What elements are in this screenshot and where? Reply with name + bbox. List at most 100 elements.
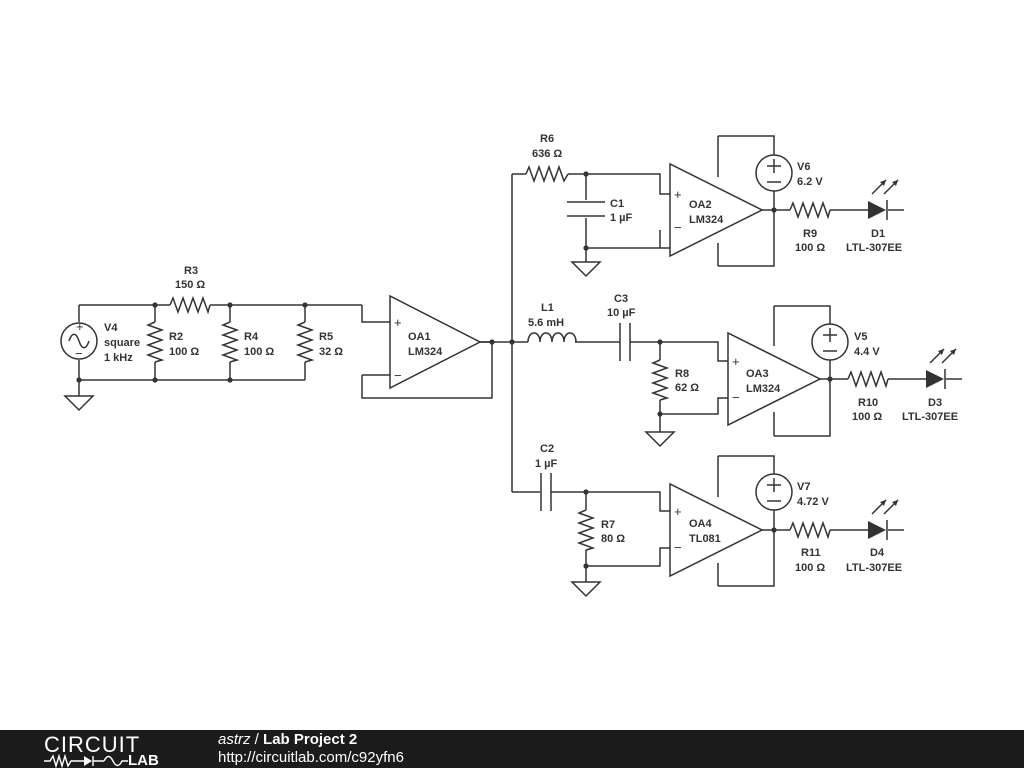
r4-name: R4 (244, 331, 259, 343)
ground-icon (570, 581, 602, 598)
c1-capacitor-icon (567, 201, 605, 217)
r10-name: R10 (858, 397, 878, 409)
oa2-plus: + (674, 187, 682, 202)
d4-led-icon (862, 499, 899, 540)
r10-resistor-icon (847, 369, 889, 389)
oa3-name: OA3 (746, 368, 769, 380)
v4-type: square (104, 337, 140, 349)
d1-part: LTL-307EE (846, 242, 902, 254)
project-url[interactable]: http://circuitlab.com/c92yfn6 (218, 749, 404, 766)
oa1-name: OA1 (408, 331, 431, 343)
c1-name: C1 (610, 198, 624, 210)
footer-bar: CIRCUIT LAB astrz / Lab Project 2 http:/… (0, 730, 1024, 769)
v6-name: V6 (797, 161, 810, 173)
project-owner[interactable]: astrz (218, 731, 251, 748)
r9-name: R9 (803, 228, 817, 240)
r5-name: R5 (319, 331, 333, 343)
r3-value: 150 Ω (175, 279, 205, 291)
oa2-name: OA2 (689, 199, 712, 211)
ground-icon (63, 395, 95, 412)
v7-battery-icon (755, 473, 793, 511)
d1-name: D1 (871, 228, 885, 240)
r2-value: 100 Ω (169, 346, 199, 358)
v4-freq: 1 kHz (104, 352, 133, 364)
v4-name: V4 (104, 322, 118, 334)
oa1-plus: + (394, 315, 402, 330)
r11-name: R11 (801, 547, 821, 559)
d3-part: LTL-307EE (902, 411, 958, 423)
c2-value: 1 µF (535, 458, 558, 470)
c2-capacitor-icon (540, 473, 552, 511)
r2-name: R2 (169, 331, 183, 343)
v4-source-icon: + − (60, 319, 98, 361)
oa2-minus: − (674, 220, 682, 235)
oa3-minus: − (732, 390, 740, 405)
v7-name: V7 (797, 481, 810, 493)
input-network (76, 302, 493, 399)
r4-value: 100 Ω (244, 346, 274, 358)
oa4-opamp-icon: + − (669, 482, 764, 578)
bottom-branch (551, 455, 904, 587)
d3-led-icon (920, 348, 957, 389)
r5-resistor-icon (295, 321, 315, 363)
c2-name: C2 (540, 443, 554, 455)
l1-name: L1 (541, 302, 554, 314)
c3-value: 10 µF (607, 307, 636, 319)
r5-value: 32 Ω (319, 346, 343, 358)
d4-name: D4 (870, 547, 885, 559)
l1-inductor-icon (527, 332, 577, 343)
circuit-schematic: + − V4 square 1 kHz R3 150 Ω R2 100 Ω R4… (60, 133, 962, 598)
oa3-part: LM324 (746, 383, 781, 395)
project-title: astrz / Lab Project 2 (218, 731, 357, 748)
oa3-opamp-icon: + − (727, 331, 822, 427)
top-branch (568, 135, 904, 267)
r9-resistor-icon (789, 200, 831, 220)
project-name[interactable]: Lab Project 2 (263, 731, 358, 748)
v7-value: 4.72 V (797, 496, 829, 508)
c1-value: 1 µF (610, 212, 633, 224)
r8-value: 62 Ω (675, 382, 699, 394)
r7-value: 80 Ω (601, 533, 625, 545)
r3-resistor-icon (169, 295, 211, 315)
oa1-minus: − (394, 368, 402, 383)
v4-plus: + (76, 319, 84, 334)
distribution-bus (480, 173, 540, 493)
v6-value: 6.2 V (797, 176, 823, 188)
r6-value: 636 Ω (532, 148, 562, 160)
v5-name: V5 (854, 331, 867, 343)
logo-text-bottom: LAB (128, 752, 159, 769)
v5-value: 4.4 V (854, 346, 880, 358)
middle-branch (575, 305, 962, 437)
oa4-minus: − (674, 540, 682, 555)
logo-text-top: CIRCUIT (44, 732, 141, 757)
r3-name: R3 (184, 265, 198, 277)
r9-value: 100 Ω (795, 242, 825, 254)
c3-name: C3 (614, 293, 628, 305)
l1-value: 5.6 mH (528, 317, 564, 329)
r7-name: R7 (601, 519, 615, 531)
oa2-opamp-icon: + − (669, 162, 764, 258)
r6-resistor-icon (525, 164, 569, 184)
r2-resistor-icon (145, 321, 165, 363)
oa4-name: OA4 (689, 518, 713, 530)
r7-resistor-icon (576, 509, 596, 551)
d3-name: D3 (928, 397, 942, 409)
ground-icon (644, 431, 676, 448)
v6-battery-icon (755, 154, 793, 192)
waveform-diode-icon (44, 754, 128, 768)
title-separator: / (250, 731, 264, 748)
oa4-plus: + (674, 504, 682, 519)
r11-value: 100 Ω (795, 562, 825, 574)
r8-resistor-icon (650, 359, 670, 401)
d4-part: LTL-307EE (846, 562, 902, 574)
c3-capacitor-icon (619, 323, 631, 361)
v5-battery-icon (811, 323, 849, 361)
oa4-part: TL081 (689, 533, 721, 545)
ground-icon (570, 261, 602, 278)
r11-resistor-icon (789, 520, 831, 540)
circuitlab-logo[interactable]: CIRCUIT LAB (40, 732, 180, 769)
r10-value: 100 Ω (852, 411, 882, 423)
r6-name: R6 (540, 133, 554, 145)
d1-led-icon (862, 179, 899, 220)
oa3-plus: + (732, 354, 740, 369)
